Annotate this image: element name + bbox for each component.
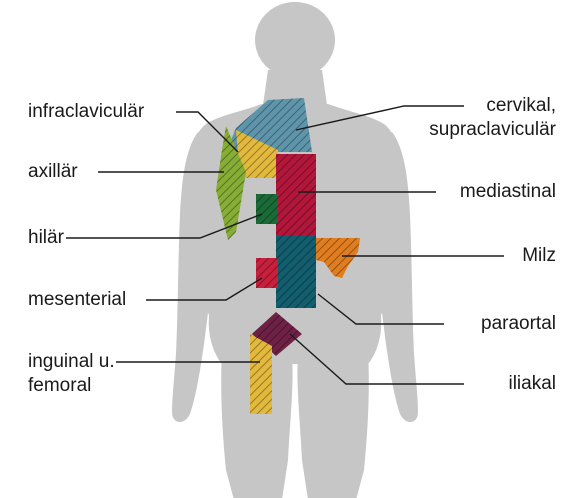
hilar-region-hatch bbox=[256, 194, 278, 224]
label-inguinal-line2: femoral bbox=[28, 374, 91, 397]
label-milz: Milz bbox=[522, 244, 556, 267]
inguinal-region-hatch bbox=[250, 334, 272, 414]
label-iliakal: iliakal bbox=[508, 372, 556, 395]
label-mediastinal: mediastinal bbox=[460, 180, 556, 203]
label-cervical-line2: supraclaviculär bbox=[429, 118, 556, 141]
paraaortal-region-hatch bbox=[276, 236, 316, 308]
label-infraclavicular: infraclaviculär bbox=[28, 100, 144, 123]
label-cervical-line1: cervikal, bbox=[486, 94, 556, 117]
mesenterial-region-hatch bbox=[256, 258, 278, 288]
label-inguinal-line1: inguinal u. bbox=[28, 350, 115, 373]
label-paraaortal: paraortal bbox=[481, 312, 556, 335]
label-mesenterial: mesenterial bbox=[28, 288, 126, 311]
label-axillar: axillär bbox=[28, 160, 78, 183]
mediastinal-region-hatch bbox=[276, 154, 316, 238]
label-hilar: hilär bbox=[28, 226, 64, 249]
